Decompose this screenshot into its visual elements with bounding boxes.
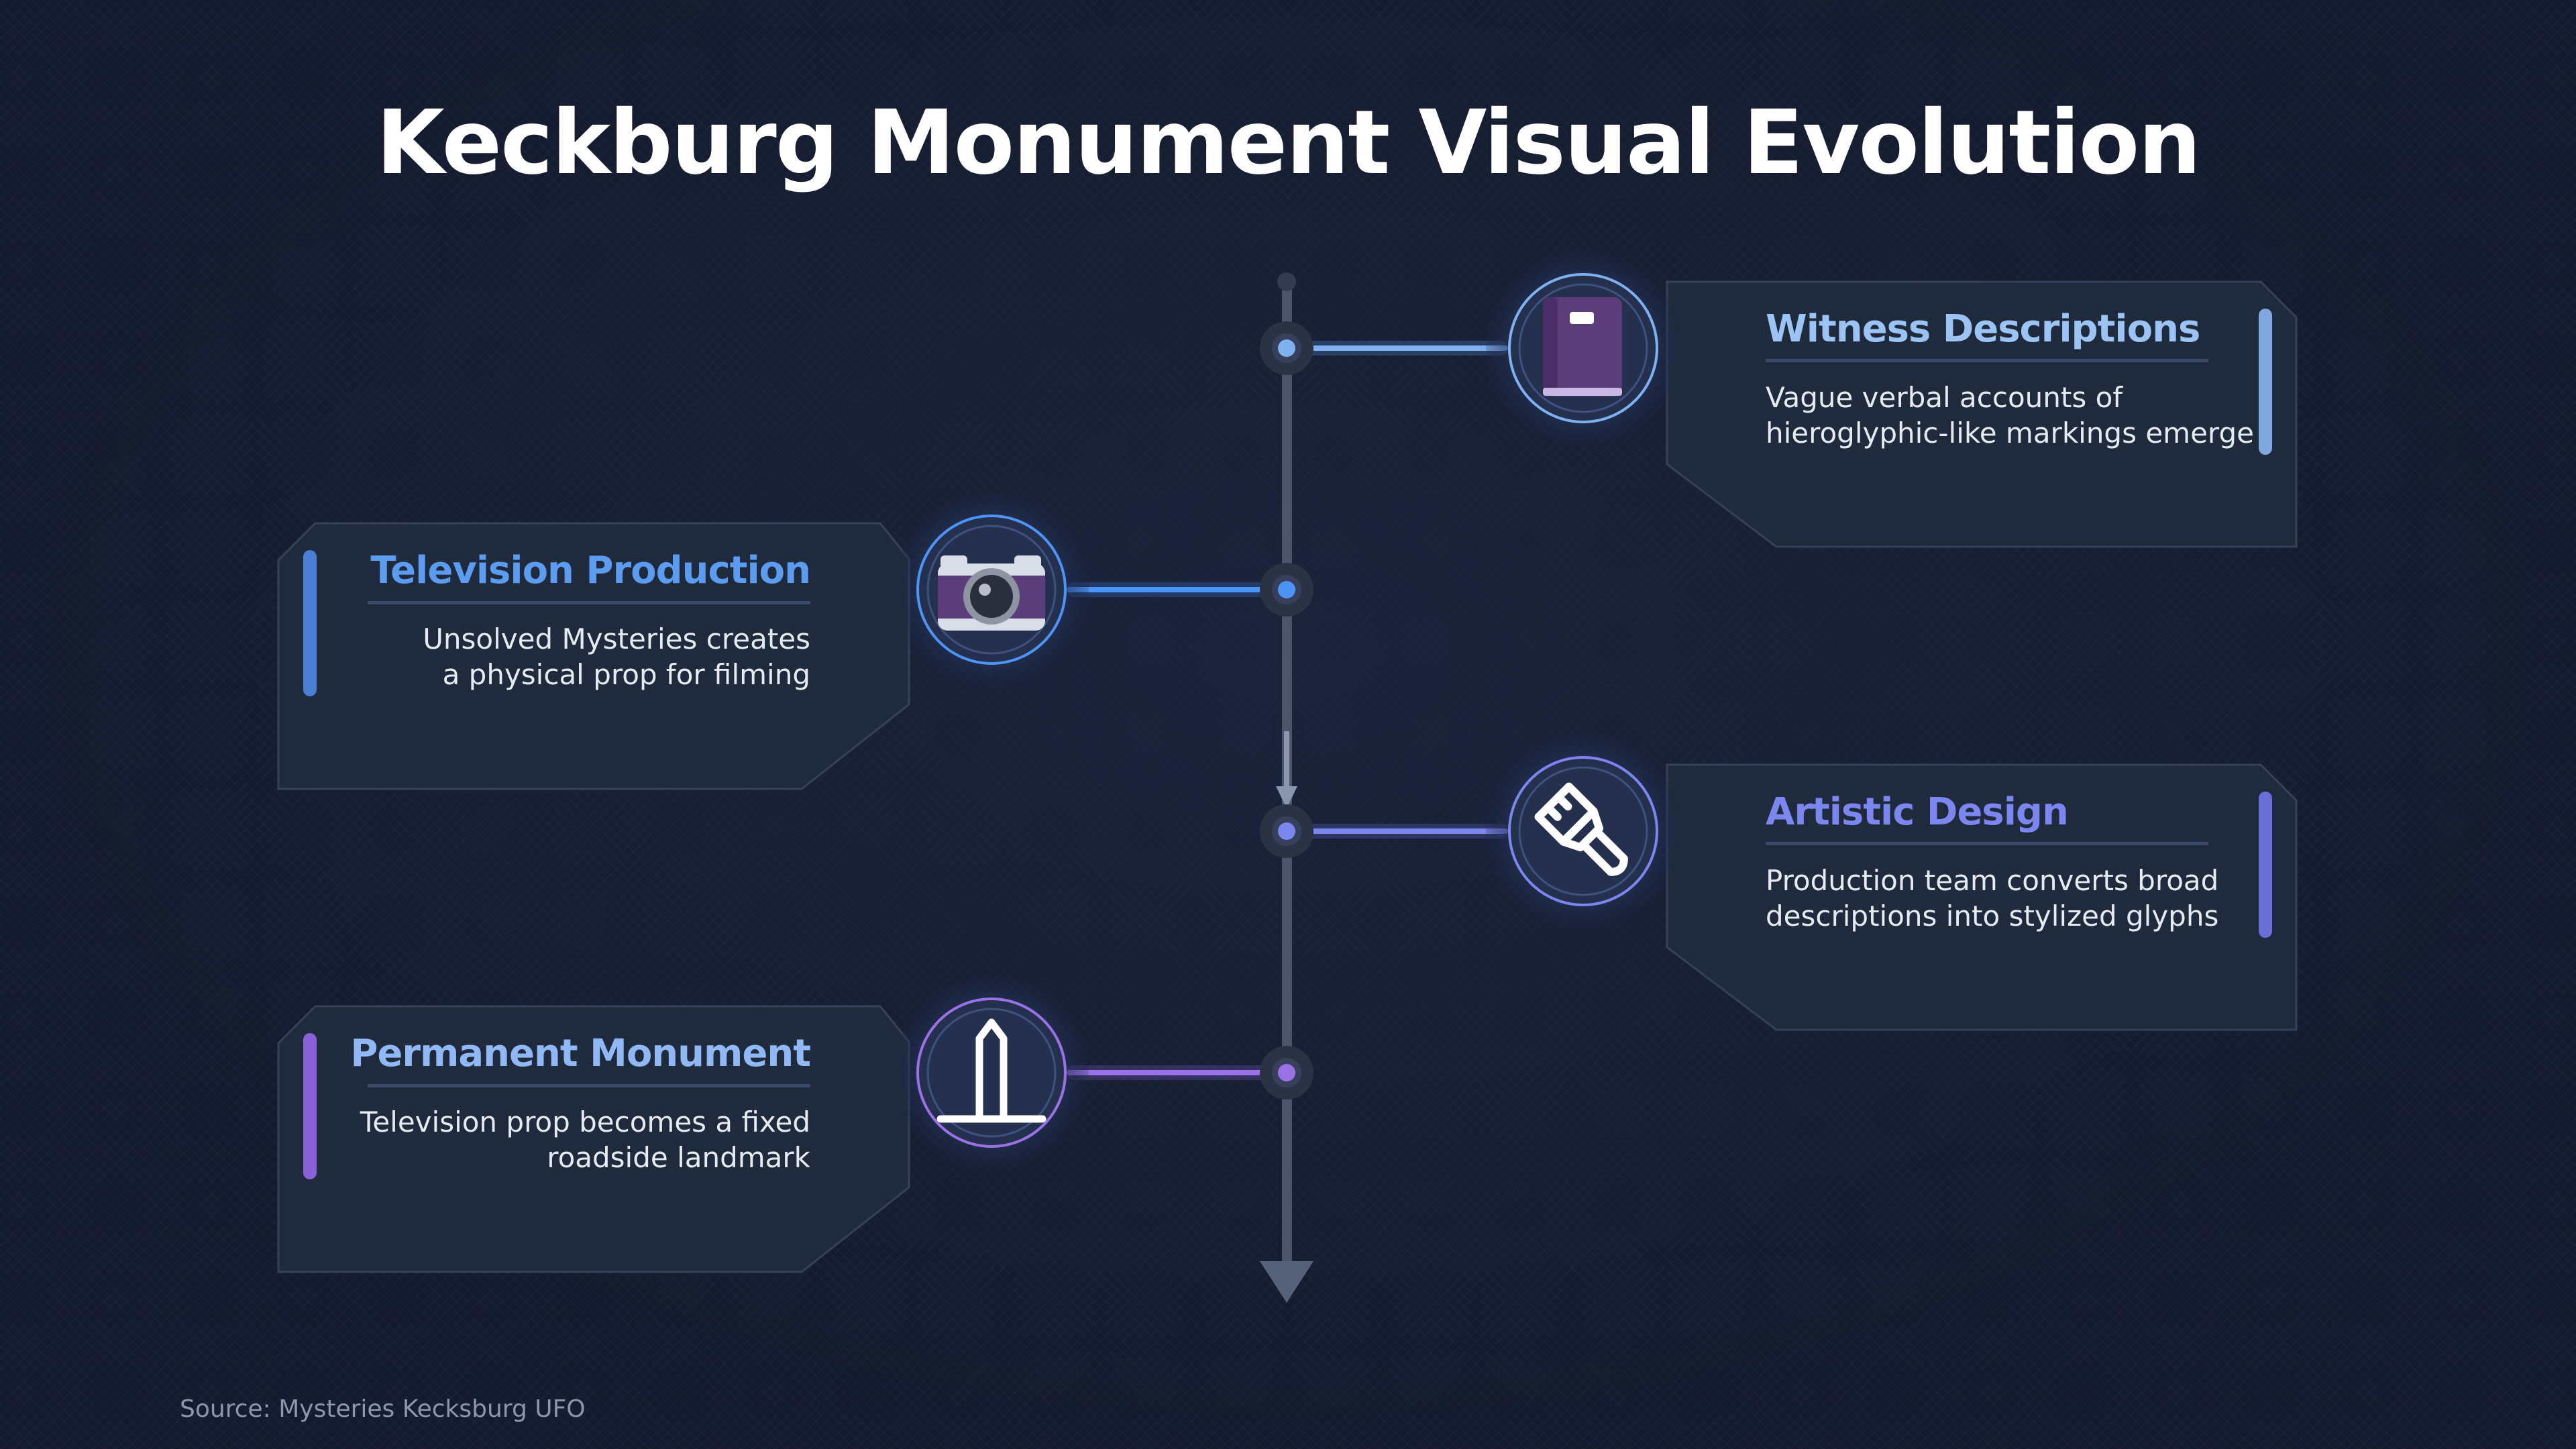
card-television-production [277, 522, 910, 790]
stage-title: Permanent Monument [350, 1032, 811, 1075]
stage-witness-descriptions: Witness Descriptions Vague verbal accoun… [1766, 306, 2289, 451]
description-line: Unsolved Mysteries creates [423, 623, 810, 655]
timeline-dot-television-production [1260, 563, 1313, 616]
source-caption: Source: Mysteries Kecksburg UFO [180, 1395, 586, 1423]
underline-witness-descriptions [1766, 359, 2208, 362]
connector-permanent-monument [1067, 1065, 1288, 1080]
description-line: Vague verbal accounts of [1766, 381, 2123, 414]
stage-description: Production team converts broad descripti… [1766, 863, 2289, 934]
timeline-dot-witness-descriptions [1260, 321, 1313, 375]
connector-witness-descriptions [1287, 341, 1508, 356]
stage-title: Television Production [370, 549, 811, 592]
mid-arrow-head [1276, 786, 1297, 808]
accent-bar-television-production [303, 550, 317, 696]
description-line: Production team converts broad [1766, 864, 2219, 897]
stage-television-production: Television Production Unsolved Mysteries… [287, 547, 811, 692]
camera-icon [894, 492, 1089, 687]
stage-description: Television prop becomes a fixed roadside… [287, 1104, 810, 1175]
underline-artistic-design [1766, 842, 2208, 845]
paintbrush-icon [1486, 734, 1680, 928]
accent-bar-witness-descriptions [2259, 309, 2272, 455]
underline-permanent-monument [368, 1084, 810, 1087]
timeline-dot-artistic-design [1260, 804, 1313, 858]
mid-arrow-shaft [1284, 731, 1289, 790]
monument-icon [894, 975, 1089, 1170]
description-line: roadside landmark [547, 1141, 810, 1174]
description-line: a physical prop for filming [442, 658, 810, 691]
underline-television-production [368, 601, 810, 604]
accent-bar-permanent-monument [303, 1033, 317, 1179]
description-line: descriptions into stylized glyphs [1766, 900, 2219, 932]
description-line: Television prop becomes a fixed [360, 1106, 810, 1138]
spine-top-cap [1277, 272, 1296, 291]
accent-bar-artistic-design [2259, 792, 2272, 938]
stage-title: Artistic Design [1766, 790, 2069, 834]
card-artistic-design [1666, 763, 2298, 1031]
card-permanent-monument [277, 1005, 910, 1273]
stage-description: Unsolved Mysteries creates a physical pr… [287, 621, 810, 692]
connector-artistic-design [1287, 824, 1508, 839]
stage-description: Vague verbal accounts of hieroglyphic-li… [1766, 380, 2289, 451]
book-icon [1486, 251, 1680, 445]
spine-arrowhead [1260, 1261, 1313, 1303]
timeline-dot-permanent-monument [1260, 1046, 1313, 1099]
connector-television-production [1067, 582, 1288, 597]
stage-permanent-monument: Permanent Monument Television prop becom… [287, 1030, 811, 1175]
card-witness-descriptions [1666, 280, 2298, 548]
description-line: hieroglyphic-like markings emerge [1766, 417, 2254, 449]
stage-artistic-design: Artistic Design Production team converts… [1766, 789, 2289, 934]
page-title: Keckburg Monument Visual Evolution [376, 91, 2202, 195]
stage-title: Witness Descriptions [1766, 307, 2200, 351]
